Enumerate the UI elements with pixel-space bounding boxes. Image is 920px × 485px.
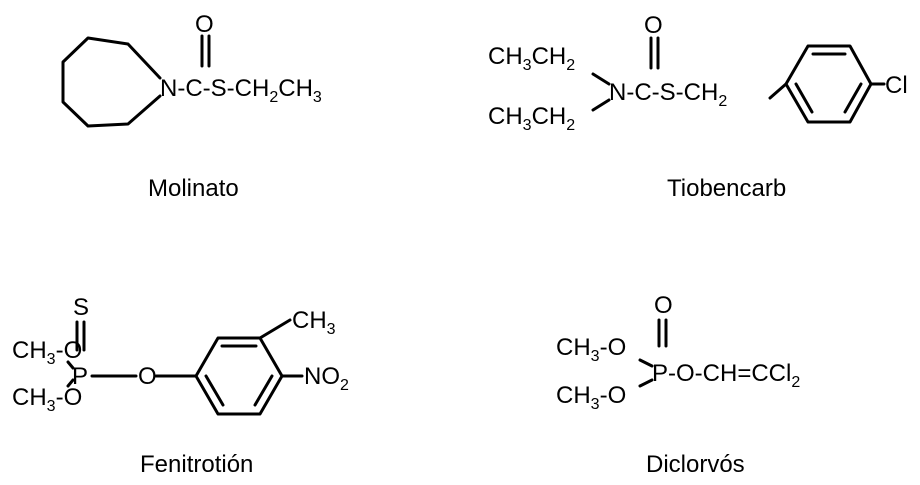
fenitrotion-atom-p: P <box>72 363 88 390</box>
molinato-chain: N-C-S-CH2CH3 <box>160 75 322 106</box>
molecule-fenitrotion: S CH3-O CH3-O P O CH3 NO2 Fenitrotión <box>12 294 349 478</box>
tiobencarb-ethyl-top: CH3CH2 <box>488 43 575 74</box>
fenitrotion-methyl: CH3 <box>292 307 336 338</box>
diclorvos-methoxy-bottom: CH3-O <box>556 382 626 413</box>
fenitrotion-benzene-ring <box>194 336 284 416</box>
tiobencarb-chain: N-C-S-CH2 <box>609 79 727 110</box>
fenitrotion-methoxy-bottom: CH3-O <box>12 384 82 415</box>
diclorvos-atom-o: O <box>654 292 673 319</box>
fenitrotion-nitro: NO2 <box>304 363 349 394</box>
fenitrotion-bond-ring-methyl <box>258 318 292 340</box>
tiobencarb-ring-double-3 <box>794 82 814 114</box>
tiobencarb-ring-double-2 <box>843 82 863 114</box>
tiobencarb-atom-o: O <box>644 12 663 39</box>
fenitrotion-atom-o-link: O <box>138 363 157 390</box>
compound-name-molinato: Molinato <box>148 175 239 202</box>
fenitrotion-methoxy-top: CH3-O <box>12 337 82 368</box>
tiobencarb-bond-ethyl-bottom <box>591 98 611 112</box>
tiobencarb-bond-ch2-ring <box>768 82 788 100</box>
compound-name-diclorvos: Diclorvós <box>646 451 745 478</box>
compound-name-fenitrotion: Fenitrotión <box>140 451 253 478</box>
diclorvos-bond-o-p-top <box>638 358 654 368</box>
tiobencarb-benzene-ring <box>784 44 873 124</box>
fenitrotion-bond-o-p-bottom <box>66 378 75 388</box>
fenitrotion-ring-double-3 <box>204 374 225 407</box>
tiobencarb-ethyl-bottom: CH3CH2 <box>488 103 575 134</box>
fenitrotion-ring-double-2 <box>253 374 274 407</box>
diclorvos-chain: P-O-CH=CCl2 <box>652 360 800 391</box>
molecule-diclorvos: O CH3-O CH3-O P-O-CH=CCl2 Diclorvós <box>556 292 800 478</box>
tiobencarb-atom-cl: Cl <box>885 72 908 99</box>
tiobencarb-bond-ethyl-top <box>591 72 611 86</box>
compound-name-tiobencarb: Tiobencarb <box>667 175 786 202</box>
molinato-atom-o: O <box>195 11 214 38</box>
molecule-molinato: O N-C-S-CH2CH3 Molinato <box>61 11 322 202</box>
molinato-ring <box>61 36 162 128</box>
molecule-tiobencarb: CH3CH2 CH3CH2 O N-C-S-CH2 Cl Tiobencarb <box>488 12 908 202</box>
fenitrotion-atom-s: S <box>73 294 89 321</box>
diclorvos-bond-o-p-bottom <box>638 378 654 388</box>
fenitrotion-bond-o-p-top <box>66 360 75 370</box>
diclorvos-methoxy-top: CH3-O <box>556 334 626 365</box>
